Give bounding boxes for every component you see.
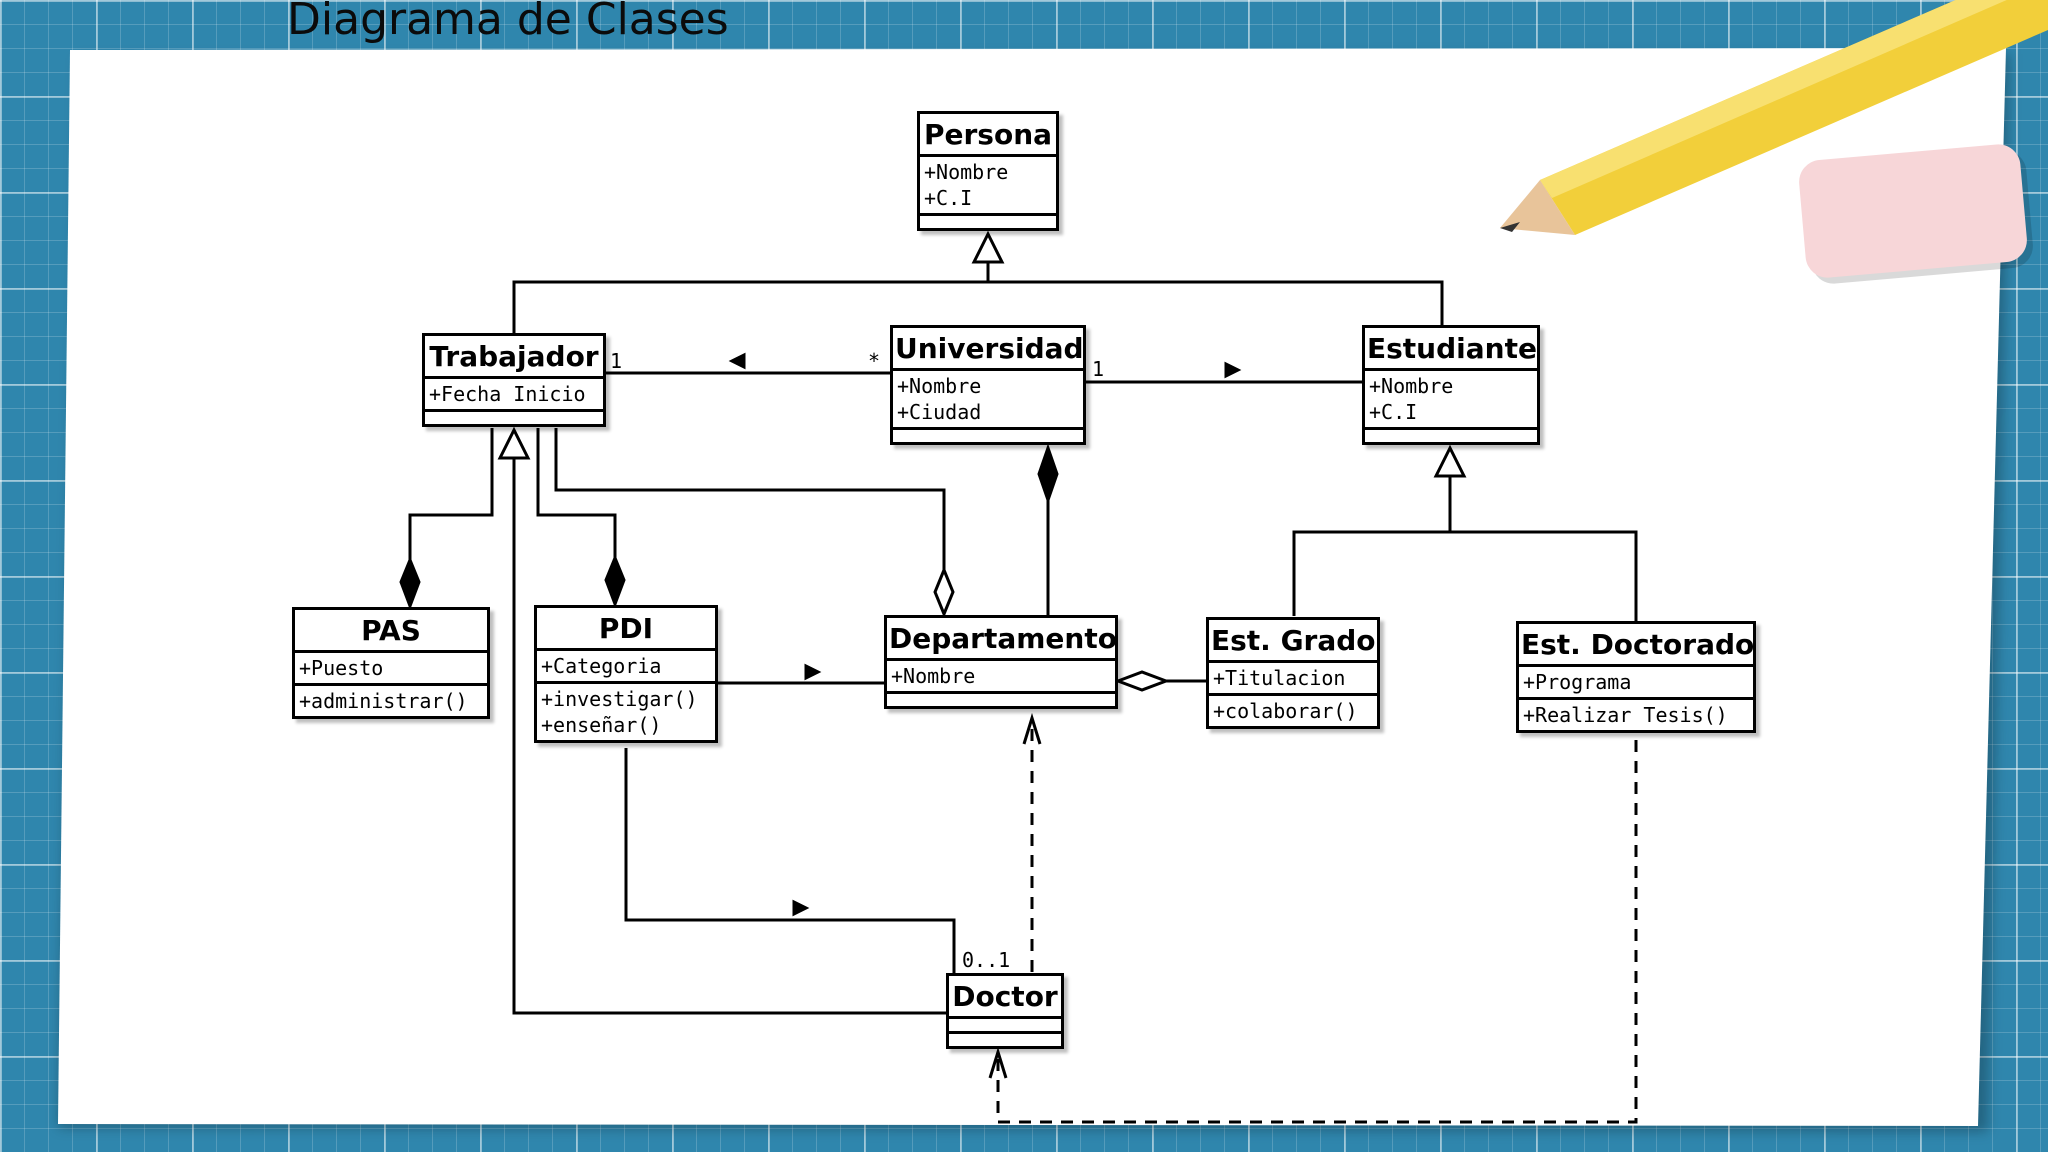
attribute: +Nombre (891, 664, 976, 688)
filled-diamond-pas (399, 556, 421, 611)
attribute: +Nombre (897, 374, 982, 398)
assoc-pdi-doctor (624, 748, 956, 974)
composition-trabajador-pas (408, 428, 494, 560)
composition-trabajador-pdi (536, 428, 617, 558)
class-pdi[interactable]: PDI +Categoria +investigar() +enseñar() (534, 605, 718, 743)
class-pas[interactable]: PAS +Puesto +administrar() (292, 607, 490, 719)
arrow-to-doctor (792, 899, 810, 917)
class-name: Est. Grado (1209, 620, 1377, 663)
class-name: Estudiante (1365, 328, 1537, 371)
mult-universidad-star: * (868, 349, 881, 373)
attribute: +Programa (1523, 670, 1632, 694)
hollow-diamond-departamento (1113, 670, 1171, 692)
hollow-triangle-estudiante (1433, 444, 1467, 478)
attribute: +Titulacion (1213, 666, 1346, 690)
class-name: Doctor (949, 976, 1061, 1019)
attribute: +Categoria (541, 654, 662, 678)
operation: +investigar() (541, 687, 698, 711)
class-name: Universidad (893, 328, 1084, 371)
class-universidad[interactable]: Universidad +Nombre +Ciudad (890, 325, 1086, 445)
attribute: +Ciudad (897, 400, 982, 424)
class-trabajador[interactable]: Trabajador +Fecha Inicio (422, 333, 606, 427)
class-est-doctorado[interactable]: Est. Doctorado +Programa +Realizar Tesis… (1516, 621, 1756, 733)
hollow-diamond-trabajador (933, 566, 955, 618)
hollow-triangle-persona (971, 230, 1005, 264)
class-name: Departamento (887, 618, 1117, 661)
generalization-estgrado-estudiante (1292, 530, 1638, 622)
operation: +enseñar() (541, 713, 662, 737)
class-departamento[interactable]: Departamento +Nombre (884, 615, 1118, 709)
operation: +Realizar Tesis() (1523, 703, 1728, 727)
class-estudiante[interactable]: Estudiante +Nombre +C.I (1362, 325, 1540, 445)
attribute: +C.I (1369, 400, 1418, 424)
filled-diamond-pdi (604, 554, 626, 609)
mult-trabajador-1: 1 (610, 349, 623, 373)
operation: +colaborar() (1213, 699, 1358, 723)
operation: +administrar() (299, 689, 468, 713)
arrow-to-departamento (804, 663, 822, 681)
aggregation-trabajador-departamento (554, 428, 946, 570)
slide-title: Diagrama de Clases (287, 0, 729, 45)
arrow-to-trabajador (728, 352, 746, 370)
class-name: Est. Doctorado (1519, 624, 1754, 667)
arrow-to-estudiante (1224, 361, 1242, 379)
attribute: +Fecha Inicio (429, 382, 586, 406)
class-name: Trabajador (425, 336, 603, 379)
filled-diamond-universidad (1037, 443, 1059, 505)
attribute: +Nombre (924, 160, 1009, 184)
class-doctor[interactable]: Doctor (946, 973, 1064, 1049)
class-name: PAS (295, 610, 487, 653)
generalization-trabajador-persona (512, 280, 1444, 334)
class-est-grado[interactable]: Est. Grado +Titulacion +colaborar() (1206, 617, 1380, 729)
hollow-triangle-trabajador (497, 426, 531, 460)
class-name: Persona (920, 114, 1056, 157)
dependency-arrowhead-departamento (1022, 712, 1042, 745)
generalization-doctor-trabajador (512, 458, 946, 1015)
attribute: +Nombre (1369, 374, 1454, 398)
attribute: +C.I (924, 186, 973, 210)
dependency-estdoctorado-doctor (996, 740, 1638, 1124)
mult-doctor-0-1: 0..1 (962, 948, 1011, 972)
class-name: PDI (537, 608, 715, 651)
attribute: +Puesto (299, 656, 384, 680)
dependency-arrowhead-doctor (988, 1046, 1008, 1079)
mult-universidad-1: 1 (1092, 357, 1105, 381)
class-persona[interactable]: Persona +Nombre +C.I (917, 111, 1059, 231)
